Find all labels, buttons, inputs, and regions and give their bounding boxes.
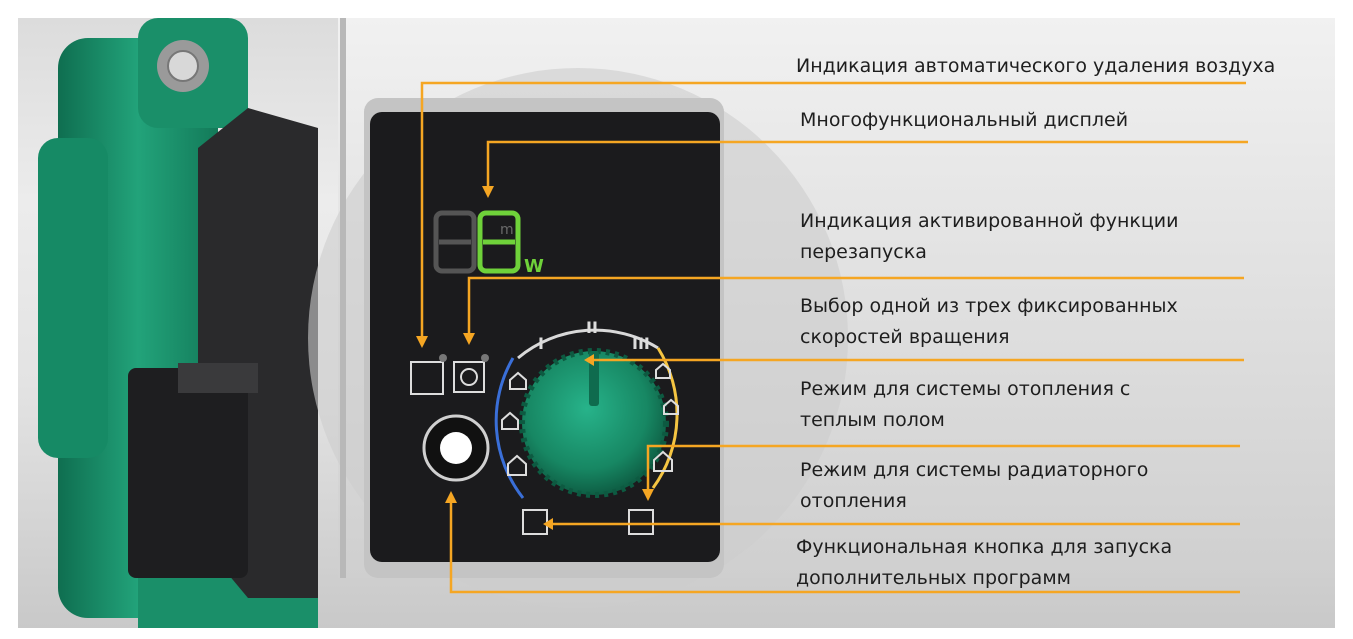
speed-dial (494, 328, 679, 535)
callout-radiator: Режим для системы радиаторного отопления (800, 459, 1149, 512)
unit-top-label: m (500, 222, 514, 238)
speed-3-label: III (632, 334, 650, 353)
callout-arrowheads (416, 186, 654, 530)
callout-lines (420, 81, 1248, 594)
callout-speeds: Выбор одной из трех фиксированных скорос… (800, 295, 1178, 348)
callout-floor-heating: Режим для системы отопления с теплым пол… (800, 378, 1131, 431)
callout-restart: Индикация активированной функции перезап… (800, 210, 1179, 263)
speed-2-label: II (586, 318, 598, 337)
pump-drawing (38, 18, 1335, 628)
pump-housing (38, 18, 318, 628)
status-icons (410, 354, 489, 395)
callout-air-removal: Индикация автоматического удаления возду… (796, 55, 1276, 77)
callout-function-button: Функциональная кнопка для запуска дополн… (796, 536, 1173, 589)
function-button-shape (422, 414, 490, 482)
display-digits (433, 210, 521, 274)
speed-1-label: I (538, 334, 544, 353)
connector (128, 108, 318, 598)
pump-illustration: m W I II III Индикация автоматического у… (18, 18, 1335, 628)
unit-bottom-label: W (524, 256, 544, 277)
callout-display: Многофункциональный дисплей (800, 109, 1129, 131)
mode-house-icons (501, 362, 679, 476)
